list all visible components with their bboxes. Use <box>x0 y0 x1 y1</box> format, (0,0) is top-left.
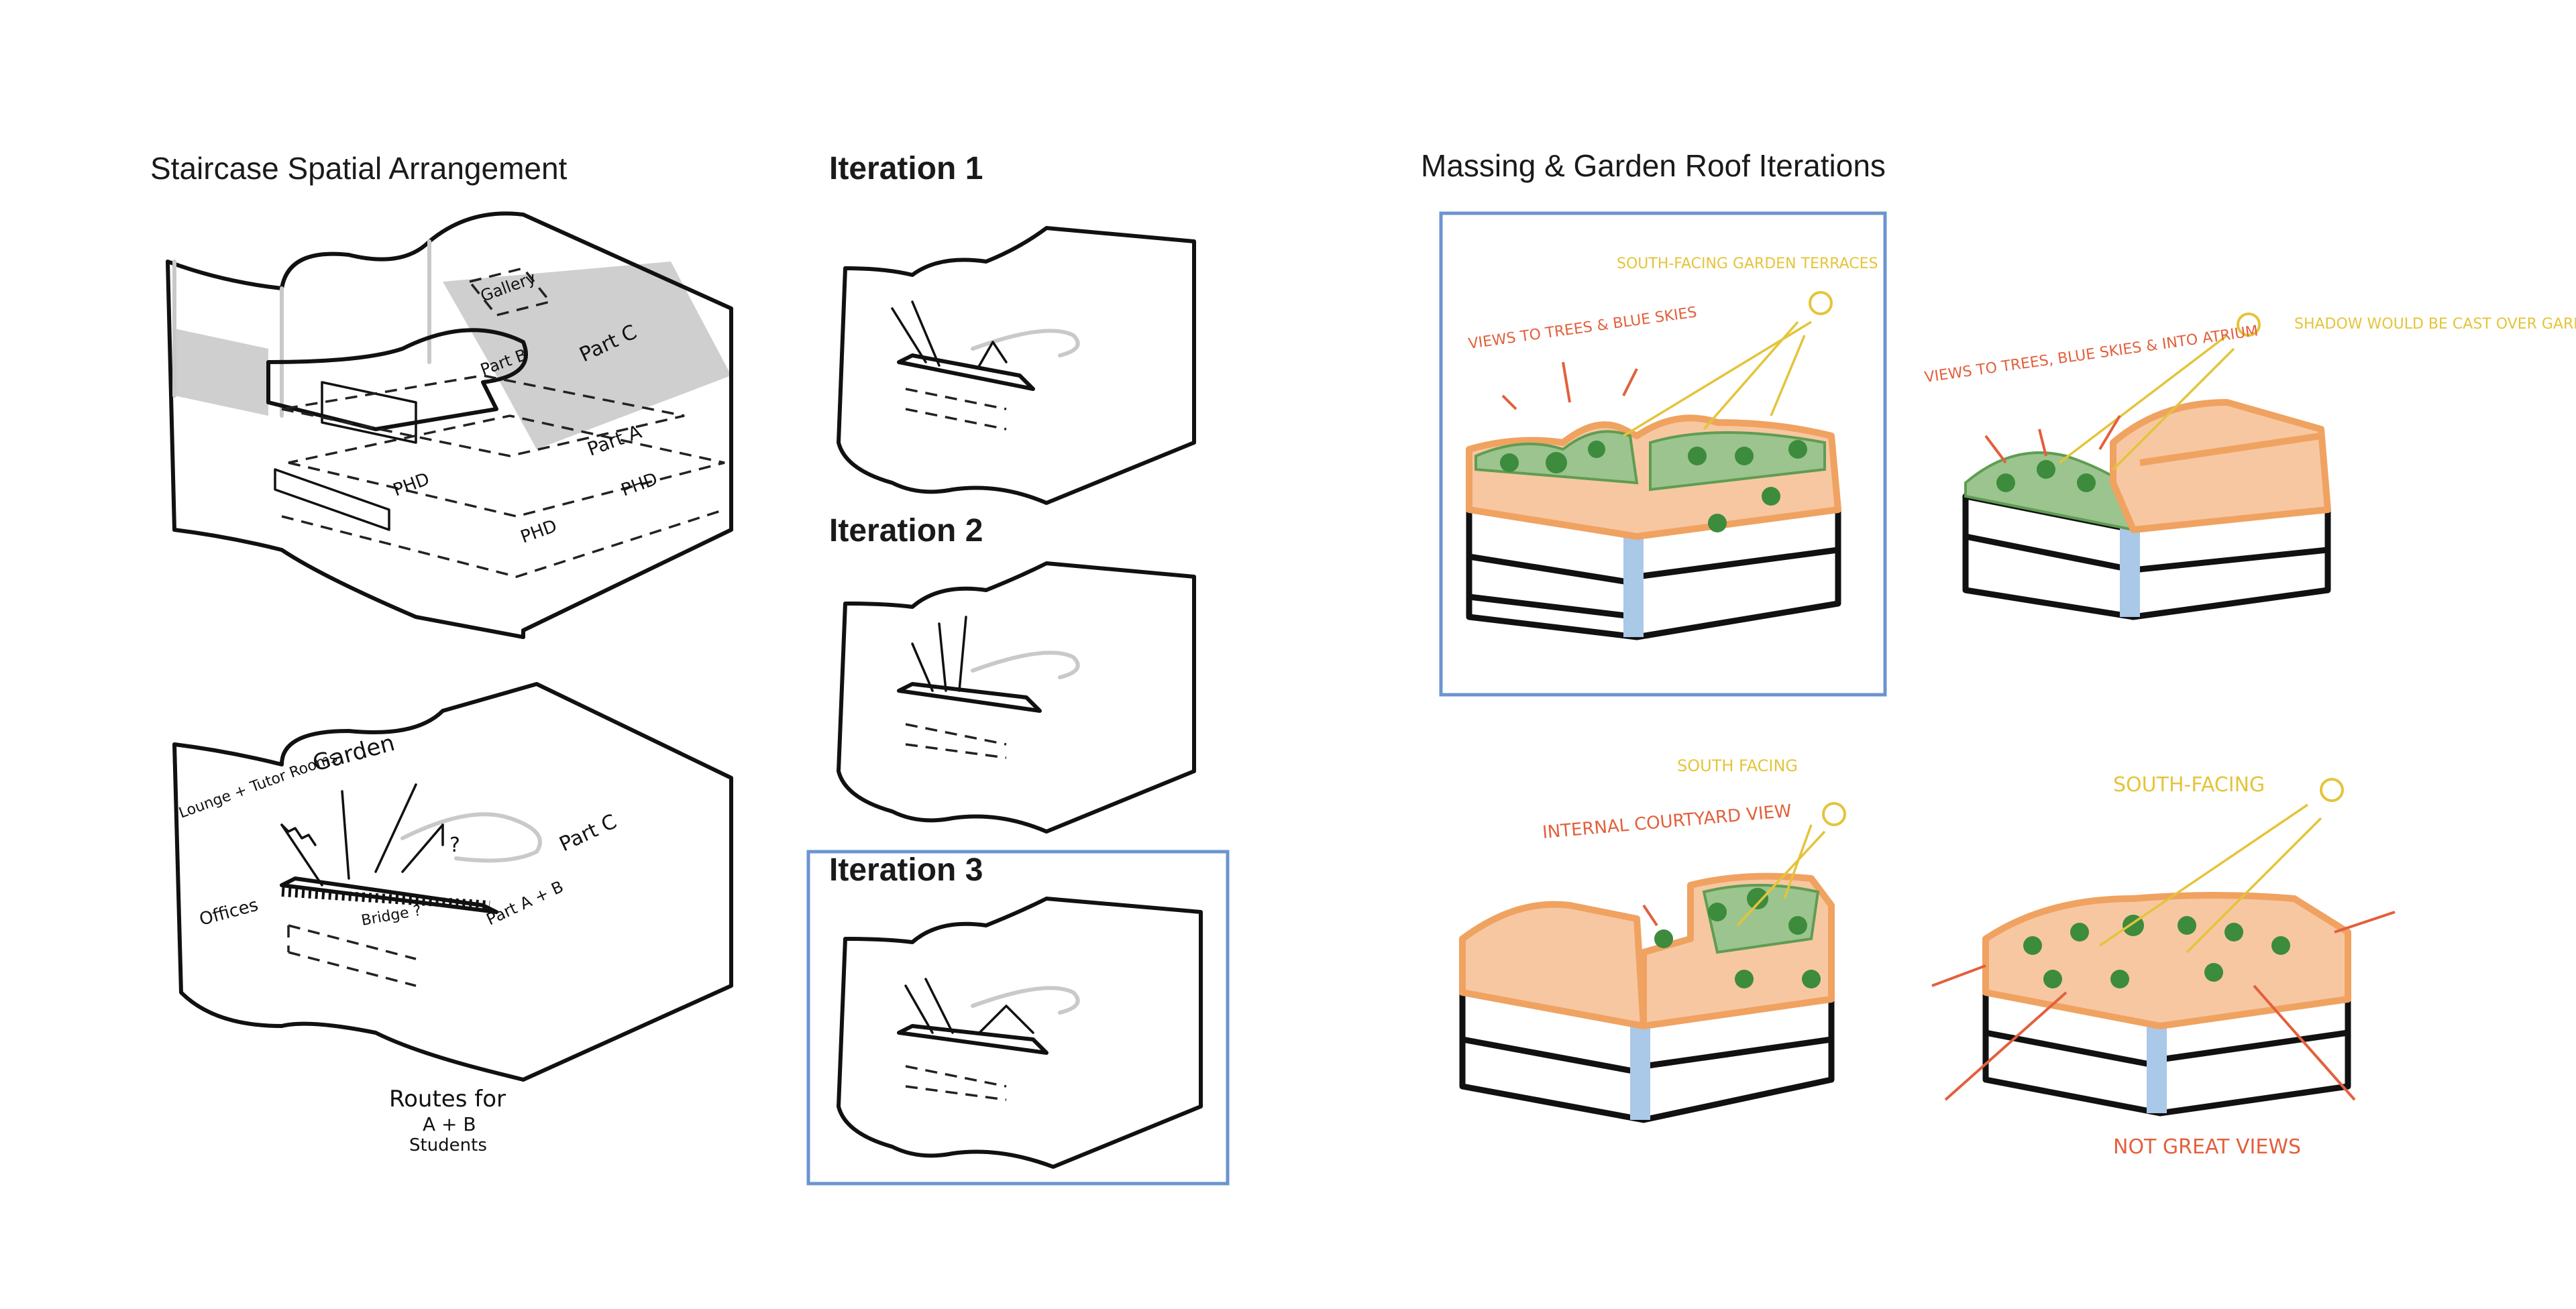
staircase-top-diagram: Gallery Part B Part C Part A PHD PHD PHD <box>168 213 731 637</box>
label-routes: Routes for <box>389 1086 506 1113</box>
massing-2-shadow: SHADOW WOULD BE CAST OVER GARDENS BY <box>2294 316 2576 333</box>
label-phd-2: PHD <box>619 469 660 500</box>
label-part-c-bottom: Part C <box>556 810 621 857</box>
iteration-2-diagram <box>839 563 1194 832</box>
massing-iteration-4: SOUTH-FACING NOT GREAT VIEWS <box>1932 773 2395 1159</box>
label-phd-3: PHD <box>518 516 559 547</box>
label-routes-ab: A + B <box>423 1113 476 1135</box>
massing-1-views: VIEWS TO TREES & BLUE SKIES <box>1467 304 1698 353</box>
massing-1-south: SOUTH-FACING GARDEN TERRACES <box>1617 255 1878 272</box>
massing-4-views: NOT GREAT VIEWS <box>2113 1135 2301 1159</box>
iteration-3-diagram <box>808 852 1228 1184</box>
label-part-ab: Part A + B <box>484 877 567 929</box>
massing-3-internal: INTERNAL COURTYARD VIEW <box>1542 801 1792 843</box>
label-bridge: Bridge ? <box>360 903 423 929</box>
staircase-bottom-diagram: Garden Lounge + Tutor Rooms Part C Offic… <box>174 684 731 1155</box>
label-routes-students: Students <box>409 1135 487 1155</box>
label-question: ? <box>449 834 460 857</box>
massing-2-views: VIEWS TO TREES, BLUE SKIES & INTO ATRIUM <box>1923 323 2259 386</box>
massing-4-south: SOUTH-FACING <box>2113 773 2265 797</box>
label-offices: Offices <box>197 895 260 930</box>
iteration-1-diagram <box>839 228 1194 503</box>
massing-3-south: SOUTH FACING <box>1677 756 1798 775</box>
massing-iteration-3: SOUTH FACING INTERNAL COURTYARD VIEW <box>1462 756 1845 1120</box>
massing-iteration-2: VIEWS TO TREES, BLUE SKIES & INTO ATRIUM… <box>1923 314 2576 617</box>
massing-iteration-1: SOUTH-FACING GARDEN TERRACES VIEWS TO TR… <box>1441 213 1885 695</box>
